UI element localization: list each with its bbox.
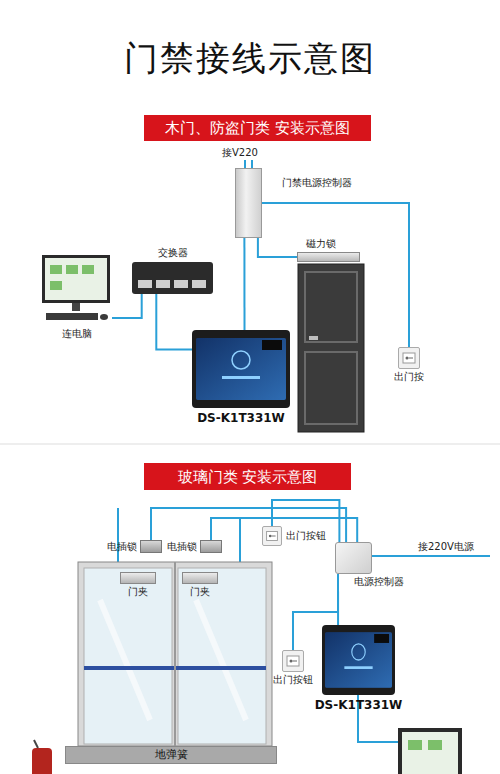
label-group: 地弹簧 [66, 747, 276, 763]
wire-connector [338, 574, 339, 625]
node-label: 交换器 [158, 247, 188, 259]
node-label: 电源控制器 [354, 576, 404, 588]
wire-connector [151, 508, 346, 542]
node-label: 木门、防盗门类 安装示意图 [165, 119, 350, 137]
wire-line [262, 203, 409, 347]
glass-door-illustration [78, 562, 272, 746]
node-label: 电插锁 [107, 541, 137, 553]
node-label: DS-K1T331W [315, 698, 403, 712]
access-terminal: DS-K1T331W [192, 330, 290, 408]
door-illustration [298, 264, 364, 432]
electric-lock: 电插锁 [140, 540, 162, 553]
node-label: 磁力锁 [306, 238, 336, 250]
label-group: 门夹 [190, 586, 210, 598]
network-switch: 交换器 [132, 262, 213, 294]
label-group: 门夹 [128, 586, 148, 598]
computer-illustration [398, 728, 462, 774]
page-title: 门禁接线示意图 [0, 36, 500, 82]
wire-line [151, 508, 346, 542]
power-controller: 门禁电源控制器 [235, 168, 262, 238]
access-terminal: DS-K1T331W [322, 625, 395, 695]
exit-button: 出门按钮 [262, 526, 282, 546]
note-label: 接V220 [222, 146, 258, 160]
wire-connector [211, 518, 357, 542]
node-label: DS-K1T331W [197, 411, 285, 425]
wire-line [337, 574, 339, 625]
node-label: 地弹簧 [155, 748, 188, 761]
exit-button: 出门按钮 [282, 650, 304, 672]
label-group: 交换器 [158, 247, 188, 259]
label-group: 电插锁 [167, 541, 197, 553]
node-label: 玻璃门类 安装示意图 [178, 468, 318, 486]
label-group: 木门、防盗门类 安装示意图 [144, 115, 371, 141]
node-label: 出门按 [394, 371, 424, 383]
label-group: 出门按钮 [273, 674, 313, 686]
wire-connector [272, 500, 339, 542]
wire-connector [258, 238, 297, 257]
label-group: 门禁电源控制器 [282, 177, 352, 189]
wire-connector [262, 203, 409, 347]
node-label: 出门按钮 [273, 674, 313, 686]
wire-line [156, 294, 192, 350]
label-group: 连电脑 [62, 328, 92, 340]
power-controller: 电源控制器 [335, 542, 372, 574]
label-group: 电源控制器 [354, 576, 404, 588]
note-label: 接220V电源 [418, 540, 474, 554]
section-band: 玻璃门类 安装示意图 [144, 463, 351, 490]
wire-line [243, 238, 245, 330]
door-clamp: 门夹 [182, 572, 218, 584]
label-group: DS-K1T331W [315, 698, 403, 712]
electric-lock: 电插锁 [200, 540, 222, 553]
label-group: 玻璃门类 安装示意图 [144, 463, 351, 490]
magnetic-lock: 磁力锁 [297, 252, 360, 262]
label-group: 磁力锁 [306, 238, 336, 250]
label-group: 出门按 [394, 371, 424, 383]
node-label: 电插锁 [167, 541, 197, 553]
node-label: 出门按钮 [286, 530, 326, 542]
computer: 连电脑 [42, 255, 112, 325]
floor-spring-band: 地弹簧 [65, 746, 277, 764]
wire-connector [156, 294, 192, 350]
wire-connector [244, 238, 245, 330]
label-group: 出门按钮 [286, 530, 326, 542]
wire-line [112, 294, 142, 318]
door-clamp: 门夹 [120, 572, 156, 584]
node-label: 连电脑 [62, 328, 92, 340]
node-label: 门夹 [190, 586, 210, 598]
section-band: 木门、防盗门类 安装示意图 [144, 115, 371, 141]
node-label: 门夹 [128, 586, 148, 598]
node-label: 门禁电源控制器 [282, 177, 352, 189]
wire-line [258, 238, 297, 257]
label-group: 电插锁 [107, 541, 137, 553]
exit-button: 出门按 [398, 347, 420, 369]
label-group: DS-K1T331W [197, 411, 285, 425]
wire-line [272, 500, 339, 542]
wire-connector [112, 294, 142, 318]
wire-line [211, 518, 357, 542]
